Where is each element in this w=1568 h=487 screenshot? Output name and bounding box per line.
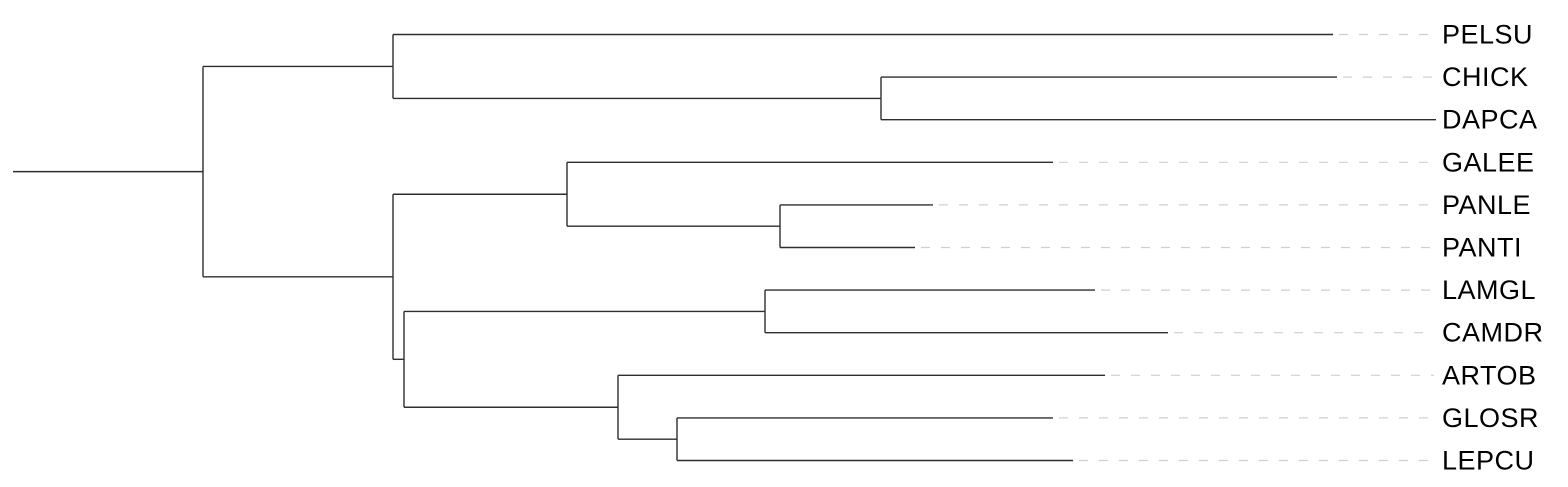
tip-label-chick: CHICK <box>1442 62 1529 92</box>
tip-label-camdr: CAMDR <box>1442 318 1544 348</box>
tip-label-panti: PANTI <box>1442 233 1522 263</box>
tip-label-pelsu: PELSU <box>1442 20 1533 50</box>
tip-label-panle: PANLE <box>1442 190 1531 220</box>
tip-label-lepcu: LEPCU <box>1442 446 1535 476</box>
tip-label-glosr: GLOSR <box>1442 403 1539 433</box>
tip-label-artob: ARTOB <box>1442 360 1537 390</box>
tip-label-galee: GALEE <box>1442 147 1535 177</box>
tip-label-dapca: DAPCA <box>1442 105 1538 135</box>
tip-label-lamgl: LAMGL <box>1442 275 1536 305</box>
